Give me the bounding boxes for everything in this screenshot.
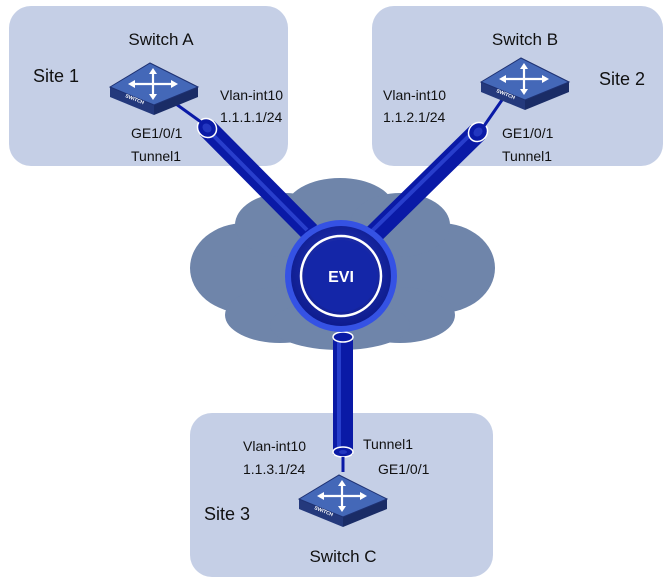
site2-label: Site 2 bbox=[599, 69, 645, 89]
tunnel-to-switch-c bbox=[332, 331, 354, 472]
site3-switch-name: Switch C bbox=[309, 547, 376, 566]
site3-tunnel: Tunnel1 bbox=[363, 436, 413, 452]
site3-ip: 1.1.3.1/24 bbox=[243, 461, 305, 477]
site2-ip: 1.1.2.1/24 bbox=[383, 109, 445, 125]
site2-tunnel: Tunnel1 bbox=[502, 148, 552, 164]
site1-ip: 1.1.1.1/24 bbox=[220, 109, 282, 125]
link-switch-a bbox=[175, 102, 202, 124]
tunnel-to-switch-b bbox=[366, 121, 489, 242]
site1-tunnel: Tunnel1 bbox=[131, 148, 181, 164]
switch-icon: SWITCH bbox=[479, 56, 571, 112]
site1-label: Site 1 bbox=[33, 66, 79, 86]
switch-icon: SWITCH bbox=[297, 473, 389, 529]
site3-port: GE1/0/1 bbox=[378, 461, 430, 477]
site1-port: GE1/0/1 bbox=[131, 125, 183, 141]
evi-core: EVI bbox=[285, 220, 397, 332]
site2-switch-name: Switch B bbox=[492, 30, 558, 49]
site1-vlan-int: Vlan-int10 bbox=[220, 87, 283, 103]
link-switch-b bbox=[482, 99, 504, 127]
site1-switch-name: Switch A bbox=[128, 30, 194, 49]
switch-icon: SWITCH bbox=[108, 61, 200, 117]
site3-vlan-int: Vlan-int10 bbox=[243, 438, 306, 454]
evi-label: EVI bbox=[328, 269, 354, 286]
site2-vlan-int: Vlan-int10 bbox=[383, 87, 446, 103]
site2-port: GE1/0/1 bbox=[502, 125, 554, 141]
site3-label: Site 3 bbox=[204, 504, 250, 524]
